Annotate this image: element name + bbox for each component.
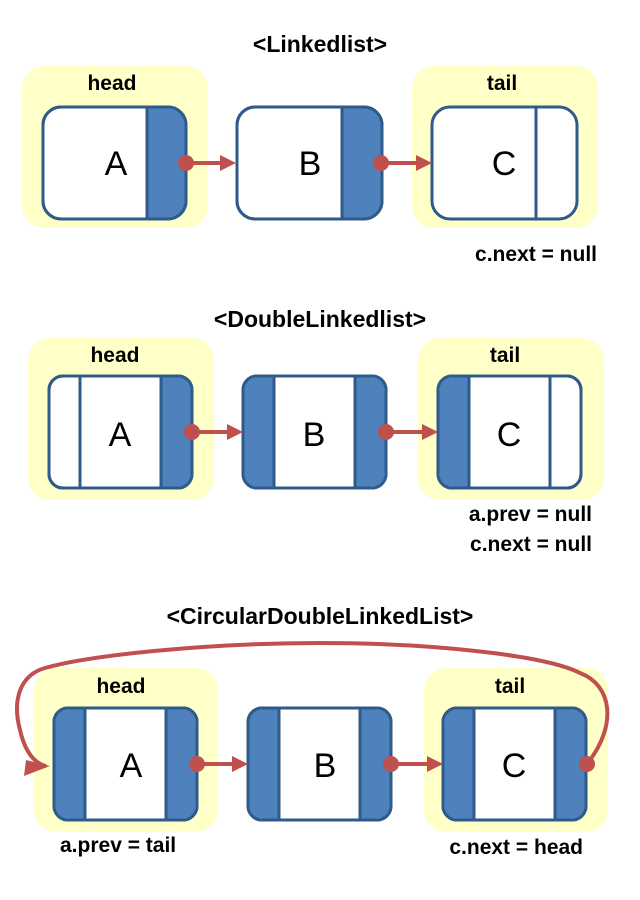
node-label: C	[492, 145, 517, 183]
node-c: C	[441, 706, 588, 822]
prev-pointer-cell	[444, 709, 474, 819]
node-label: C	[502, 747, 527, 785]
pointer-dot	[373, 155, 389, 171]
section-double-linkedlist: <DoubleLinkedlist> head tail A B	[28, 306, 604, 556]
node-label: A	[120, 747, 143, 785]
arrowhead	[227, 424, 243, 440]
link-a-to-b	[178, 155, 236, 171]
next-pointer-cell	[360, 709, 390, 819]
arrowhead	[220, 155, 236, 171]
next-pointer-cell	[342, 108, 381, 218]
node-label: B	[314, 747, 337, 785]
note-c-next: c.next = null	[475, 243, 597, 266]
section-linkedlist: <Linkedlist> head tail A B C	[22, 31, 598, 266]
node-b: B	[246, 706, 393, 822]
section-title: <Linkedlist>	[253, 31, 387, 57]
prev-pointer-cell	[55, 709, 85, 819]
link-a-to-b	[189, 756, 248, 772]
next-pointer-cell	[355, 377, 385, 487]
note-a-prev: a.prev = tail	[60, 834, 176, 857]
pointer-dot	[178, 155, 194, 171]
prev-pointer-cell	[244, 377, 274, 487]
tail-label: tail	[487, 72, 517, 95]
arrowhead	[422, 424, 438, 440]
link-a-to-b	[184, 424, 243, 440]
link-b-to-c	[373, 155, 432, 171]
note-c-next: c.next = null	[470, 533, 592, 556]
next-pointer-cell	[555, 709, 585, 819]
node-c: C	[436, 374, 583, 490]
node-b: B	[235, 105, 384, 221]
arrowhead	[427, 756, 443, 772]
arrowhead	[416, 155, 432, 171]
next-pointer-cell	[166, 709, 196, 819]
node-b: B	[241, 374, 388, 490]
node-label: B	[303, 416, 326, 454]
node-label: A	[109, 416, 132, 454]
link-b-to-c	[383, 756, 443, 772]
node-label: C	[497, 416, 522, 454]
pointer-dot	[189, 756, 205, 772]
link-b-to-c	[378, 424, 438, 440]
next-pointer-cell	[147, 108, 185, 218]
prev-pointer-cell	[439, 377, 469, 487]
head-label: head	[87, 72, 136, 95]
head-label: head	[96, 675, 145, 698]
pointer-dot	[579, 756, 595, 772]
note-c-next: c.next = head	[449, 836, 583, 859]
node-a: A	[47, 374, 194, 490]
note-a-prev: a.prev = null	[469, 503, 592, 526]
next-pointer-cell	[161, 377, 191, 487]
node-label: A	[105, 145, 128, 183]
wrap-around-line	[15, 640, 610, 768]
pointer-dot	[383, 756, 399, 772]
circular-link-tail-to-head	[15, 640, 610, 776]
tail-label: tail	[495, 675, 525, 698]
node-a: A	[41, 105, 188, 221]
arrowhead	[24, 760, 50, 776]
node-label: B	[299, 145, 322, 183]
section-title: <DoubleLinkedlist>	[214, 306, 426, 332]
pointer-dot	[378, 424, 394, 440]
section-title: <CircularDoubleLinkedList>	[167, 603, 474, 629]
head-label: head	[90, 344, 139, 367]
arrowhead	[232, 756, 248, 772]
tail-label: tail	[490, 344, 520, 367]
node-c: C	[430, 105, 579, 221]
pointer-dot	[184, 424, 200, 440]
section-circular-double-linkedlist: <CircularDoubleLinkedList> head tail A B	[15, 603, 610, 859]
node-a: A	[52, 706, 199, 822]
prev-pointer-cell	[249, 709, 279, 819]
